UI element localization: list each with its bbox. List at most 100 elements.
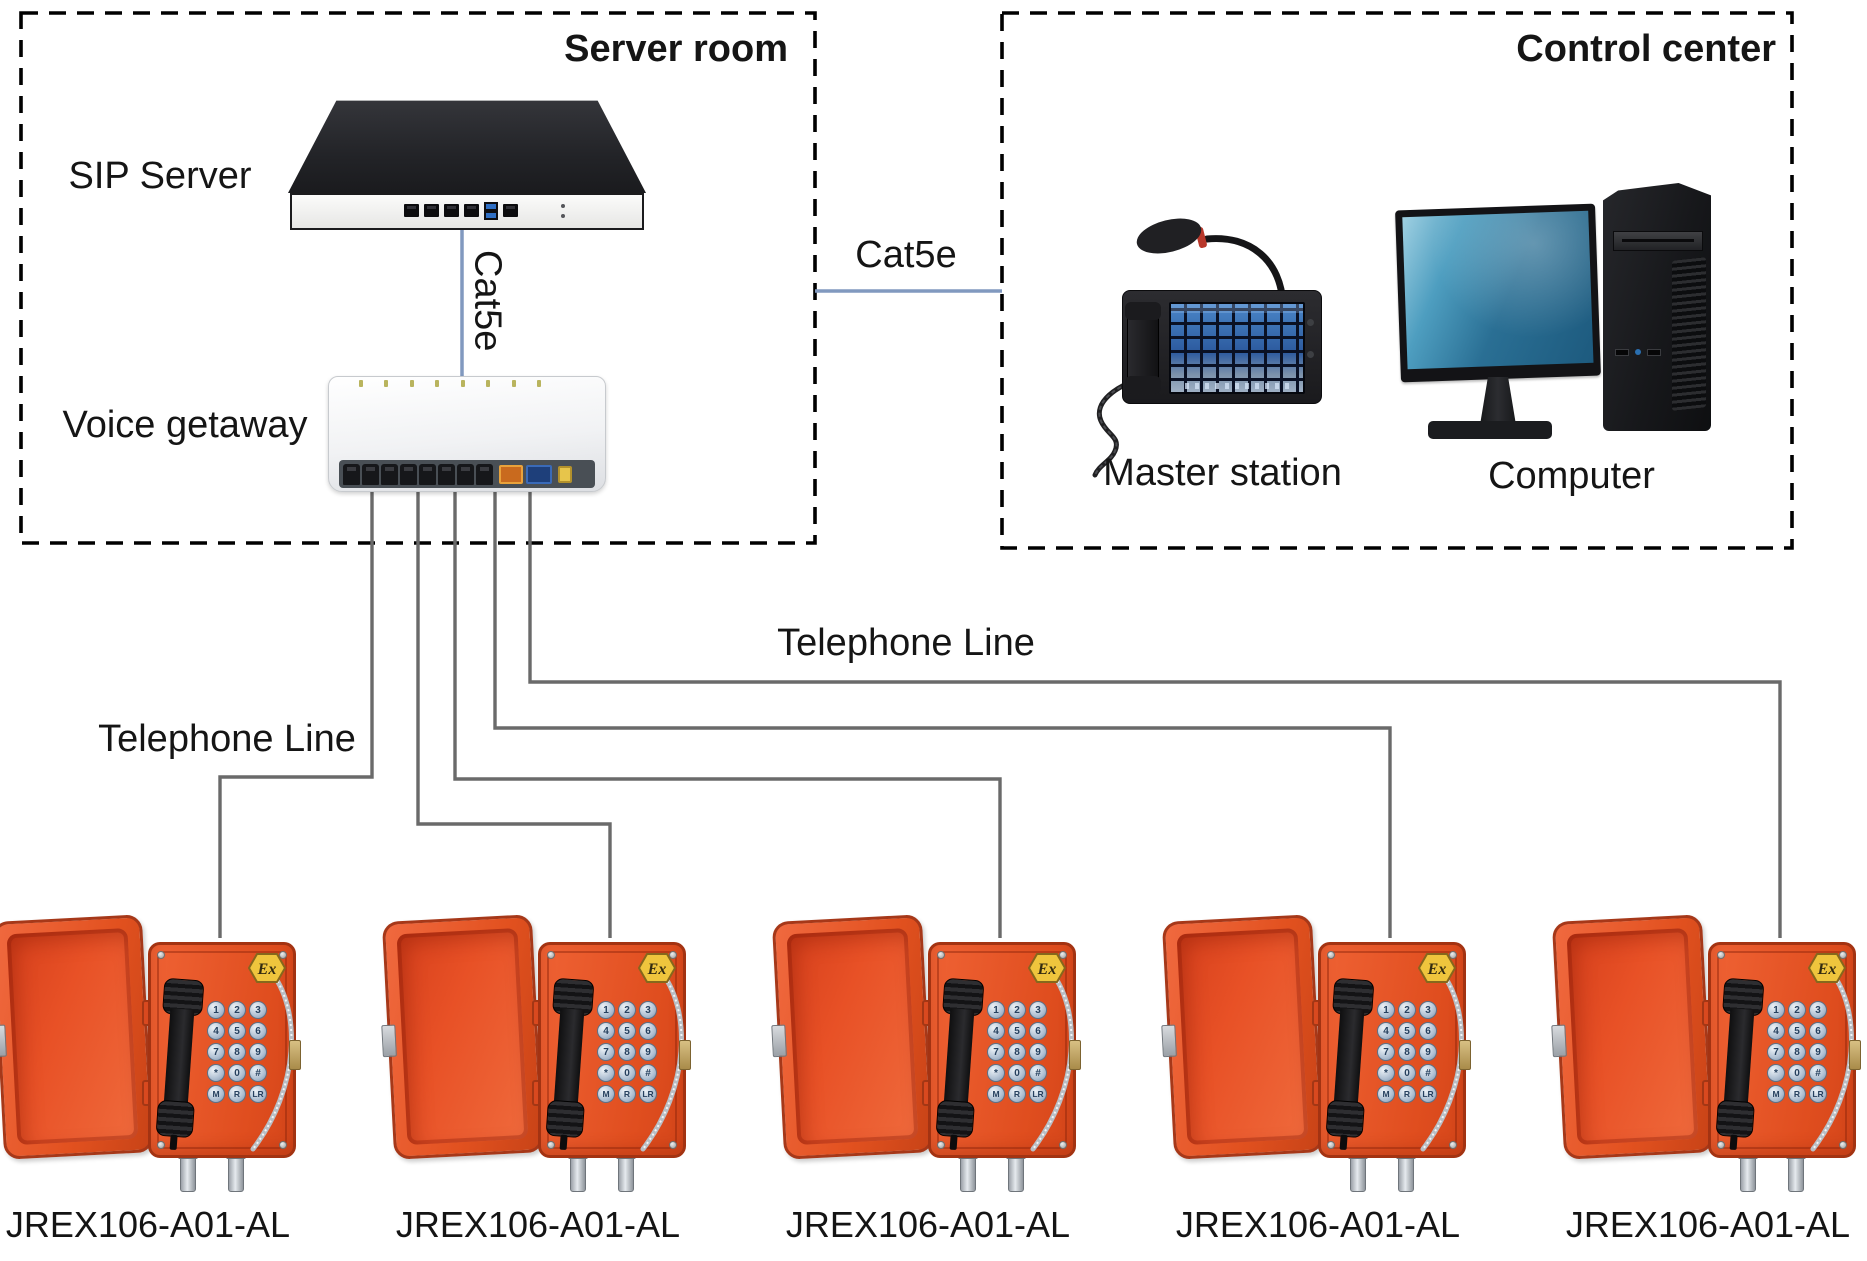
keypad-key: 9 (1419, 1043, 1437, 1061)
keypad-key: 4 (1767, 1022, 1785, 1040)
gateway-port-strip (339, 460, 595, 488)
keypad-key: LR (1419, 1085, 1437, 1103)
telephone-line-5 (528, 486, 1782, 938)
keypad-key: M (597, 1085, 615, 1103)
phone-lid (381, 914, 545, 1160)
keypad-key: 1 (987, 1001, 1005, 1019)
sip-server-ports (404, 201, 565, 220)
handset-grip (943, 1008, 975, 1110)
ex-badge-icon: Ex (1808, 953, 1846, 983)
phone-port-icon (400, 463, 417, 485)
tower-vent-grille (1672, 257, 1706, 411)
keypad-key: 0 (618, 1064, 636, 1082)
gateway-led-row (359, 380, 541, 387)
keypad-key: 2 (1788, 1001, 1806, 1019)
phone-model-label: JREX106-A01-AL (1565, 1204, 1851, 1245)
screw-icon (937, 951, 945, 959)
control-center-box (1000, 11, 1794, 550)
phone-lid-latch (1551, 1024, 1567, 1058)
phone-lid-latch (1161, 1024, 1177, 1058)
voice-gateway-device (328, 376, 606, 492)
keypad-key: # (1809, 1064, 1827, 1082)
phone-port-icon (457, 463, 474, 485)
phone-lid-latch (381, 1024, 397, 1058)
keypad-key: 8 (1398, 1043, 1416, 1061)
keypad-key: 0 (228, 1064, 246, 1082)
screw-icon (1717, 1141, 1725, 1149)
body-latch-icon (679, 1040, 691, 1070)
screw-icon (669, 951, 677, 959)
screw-icon (157, 1141, 165, 1149)
keypad-key: 7 (1767, 1043, 1785, 1061)
keypad-key: # (249, 1064, 267, 1082)
cable-gland-icon (958, 1148, 978, 1192)
computer-tower (1603, 183, 1711, 431)
screw-icon (937, 1141, 945, 1149)
computer-monitor (1395, 203, 1601, 383)
wan-port-icon (499, 464, 523, 484)
screw-icon (547, 951, 555, 959)
voice-gateway-label: Voice getaway (62, 404, 308, 446)
ethernet-port-icon (444, 204, 459, 218)
computer-label: Computer (1488, 455, 1655, 497)
phone-handset (154, 977, 205, 1139)
keypad-key: * (1767, 1064, 1785, 1082)
screw-icon (1327, 951, 1335, 959)
phone-port-icon (381, 463, 398, 485)
telephone-line-4 (493, 486, 1392, 938)
keypad-key: 9 (639, 1043, 657, 1061)
keypad-key: 3 (1419, 1001, 1437, 1019)
usb-port-icon (484, 201, 498, 220)
keypad-key: * (1377, 1064, 1395, 1082)
phone-lid-latch (771, 1024, 787, 1058)
body-latch-icon (289, 1040, 301, 1070)
cable-gland-icon (1348, 1148, 1368, 1192)
screw-icon (547, 1141, 555, 1149)
body-latch-icon (1069, 1040, 1081, 1070)
cable-gland-icon (568, 1148, 588, 1192)
telephone-line-label-left: Telephone Line (98, 718, 356, 760)
cat5e-link-label: Cat5e (855, 234, 957, 276)
telephone-line-label-middle: Telephone Line (777, 622, 1035, 664)
screw-icon (1327, 1141, 1335, 1149)
keypad-key: 4 (597, 1022, 615, 1040)
master-station-console (1122, 290, 1322, 404)
telephone-line-1 (218, 486, 374, 938)
keypad-key: 6 (1809, 1022, 1827, 1040)
keypad-key: 1 (1767, 1001, 1785, 1019)
keypad-key: 8 (228, 1043, 246, 1061)
handset-mouthpiece (935, 1099, 975, 1139)
phone-port-icon (343, 463, 360, 485)
phone-model-label: JREX106-A01-AL (785, 1204, 1071, 1245)
screw-icon (669, 1141, 677, 1149)
screw-icon (279, 1141, 287, 1149)
tower-front-ports (1615, 345, 1695, 359)
keypad-key: 0 (1398, 1064, 1416, 1082)
keypad-key: LR (639, 1085, 657, 1103)
keypad-key: R (1398, 1085, 1416, 1103)
keypad-key: 5 (1398, 1022, 1416, 1040)
keypad-key: 5 (1788, 1022, 1806, 1040)
keypad-key: 9 (1809, 1043, 1827, 1061)
phone-lid-inner (1566, 928, 1699, 1146)
keypad-key: 9 (1029, 1043, 1047, 1061)
keypad-key: * (987, 1064, 1005, 1082)
keypad-key: LR (1809, 1085, 1827, 1103)
keypad-key: R (1008, 1085, 1026, 1103)
keypad-key: 6 (1029, 1022, 1047, 1040)
keypad-key: 0 (1788, 1064, 1806, 1082)
ex-badge-icon: Ex (1028, 953, 1066, 983)
keypad-key: 8 (1788, 1043, 1806, 1061)
screw-icon (1839, 1141, 1847, 1149)
keypad-key: R (618, 1085, 636, 1103)
keypad-key: 9 (249, 1043, 267, 1061)
phone-model-label: JREX106-A01-AL (395, 1204, 681, 1245)
